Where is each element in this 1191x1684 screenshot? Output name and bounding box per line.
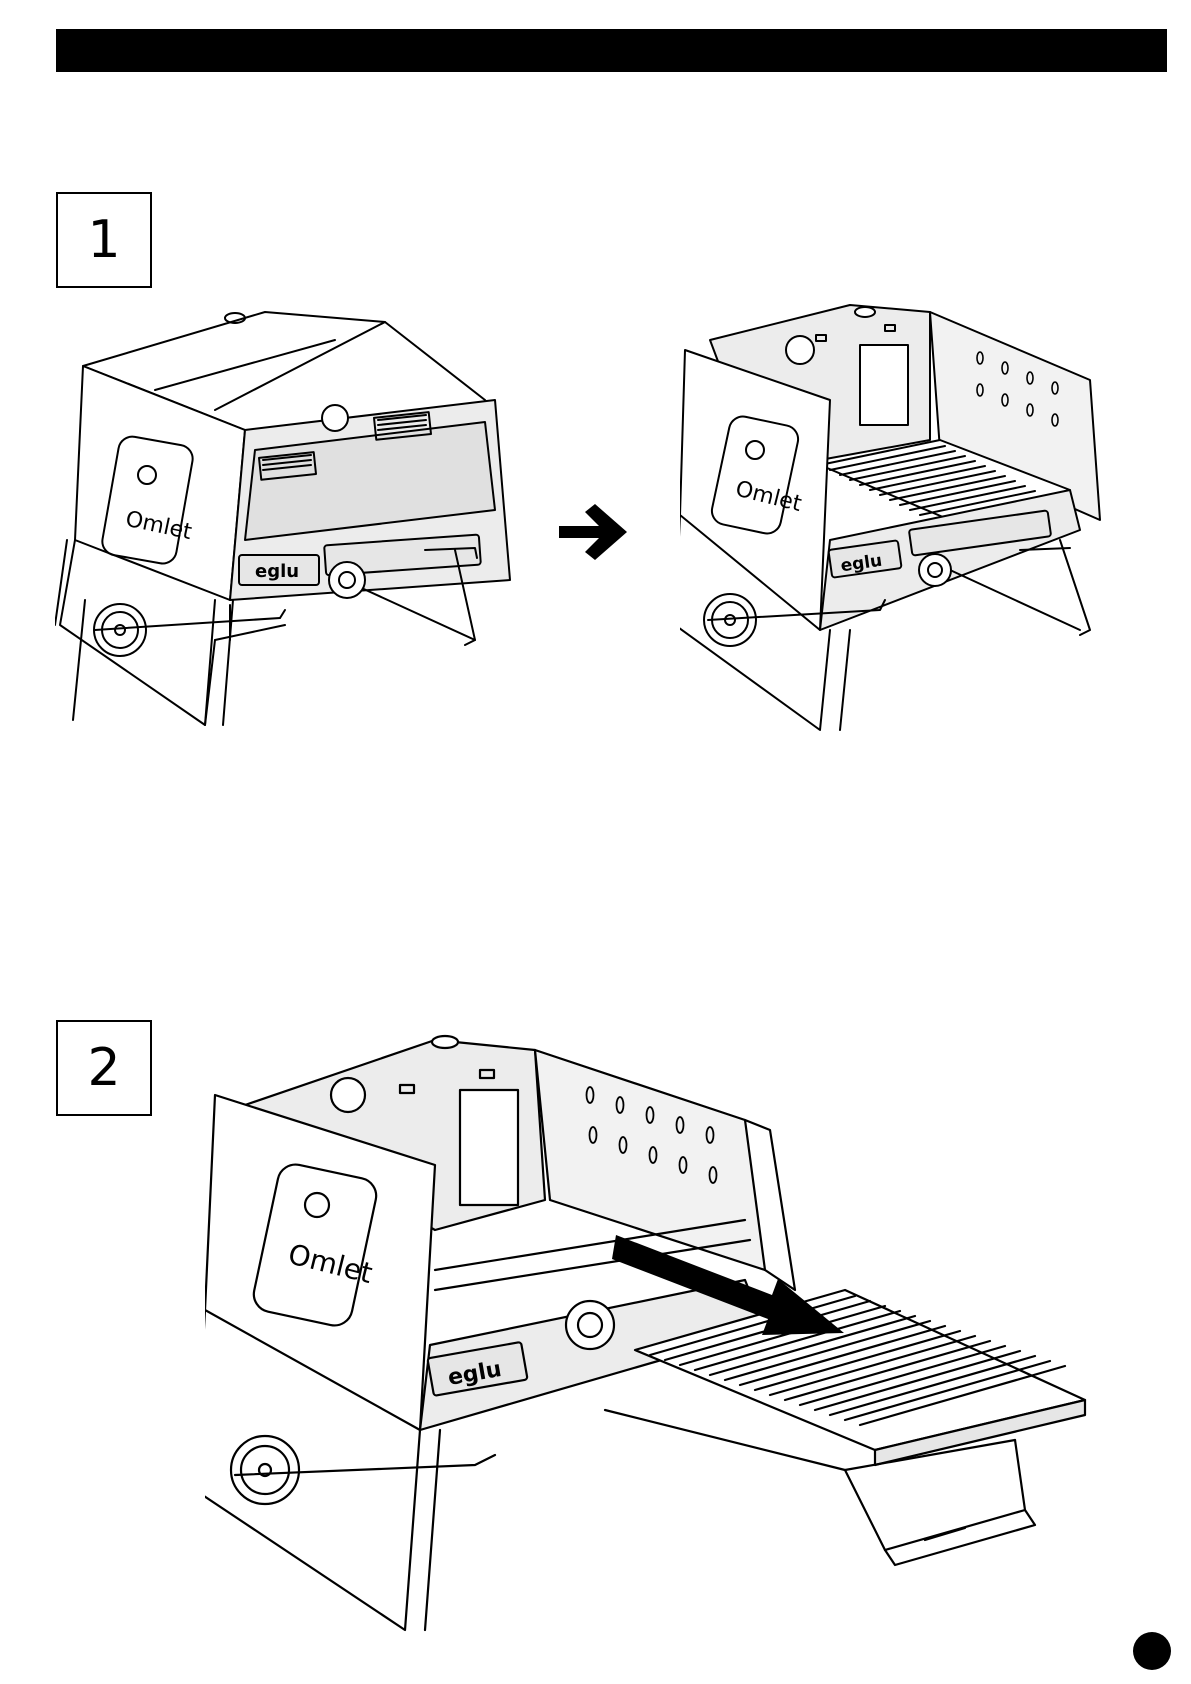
page-marker-dot (1133, 1632, 1171, 1670)
header-bar (56, 29, 1167, 72)
step-1-number-box: 1 (56, 192, 152, 288)
step-2-number-box: 2 (56, 1020, 152, 1116)
opened-coop-illustration: Omlet eglu (680, 300, 1140, 800)
arrow-right-icon (555, 502, 633, 562)
product-logo-1: eglu (255, 561, 299, 582)
step-1-number: 1 (87, 210, 120, 270)
step-2-number: 2 (87, 1038, 120, 1098)
closed-coop-illustration: Omlet eglu (55, 300, 525, 800)
arrow-diagonal-icon (612, 1225, 852, 1345)
